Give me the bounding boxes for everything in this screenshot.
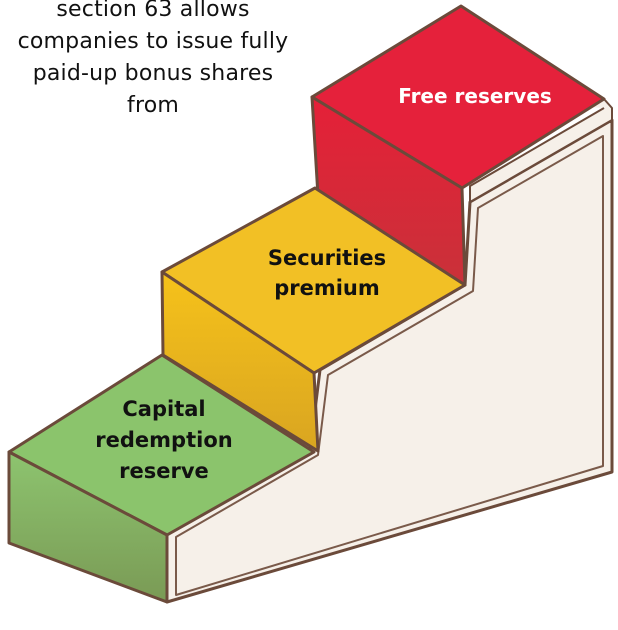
intro-line-1: section 63 allows xyxy=(56,0,250,22)
capital-redemption-label-line-1: Capital xyxy=(122,397,206,421)
stair-side-inner-line xyxy=(175,135,604,596)
capital-redemption-front xyxy=(7,450,169,604)
capital-redemption-label-line-2: redemption xyxy=(95,428,233,452)
free-reserves-label-line-1: Free reserves xyxy=(398,84,552,108)
securities-premium-label-line-1: Securities xyxy=(267,246,387,270)
intro-line-2: companies to issue fully xyxy=(17,29,289,54)
free-reserves-label: Free reserves xyxy=(368,82,582,110)
securities-premium-front xyxy=(160,270,320,453)
intro-text: section 63 allows companies to issue ful… xyxy=(0,0,306,122)
intro-line-4: from xyxy=(127,93,179,118)
capital-redemption-label: Capital redemption reserve xyxy=(74,394,254,487)
intro-line-3: paid-up bonus shares xyxy=(32,61,274,86)
securities-premium-label: Securities premium xyxy=(232,243,422,303)
securities-premium-label-line-2: premium xyxy=(274,276,380,300)
capital-redemption-label-line-3: reserve xyxy=(119,459,209,483)
